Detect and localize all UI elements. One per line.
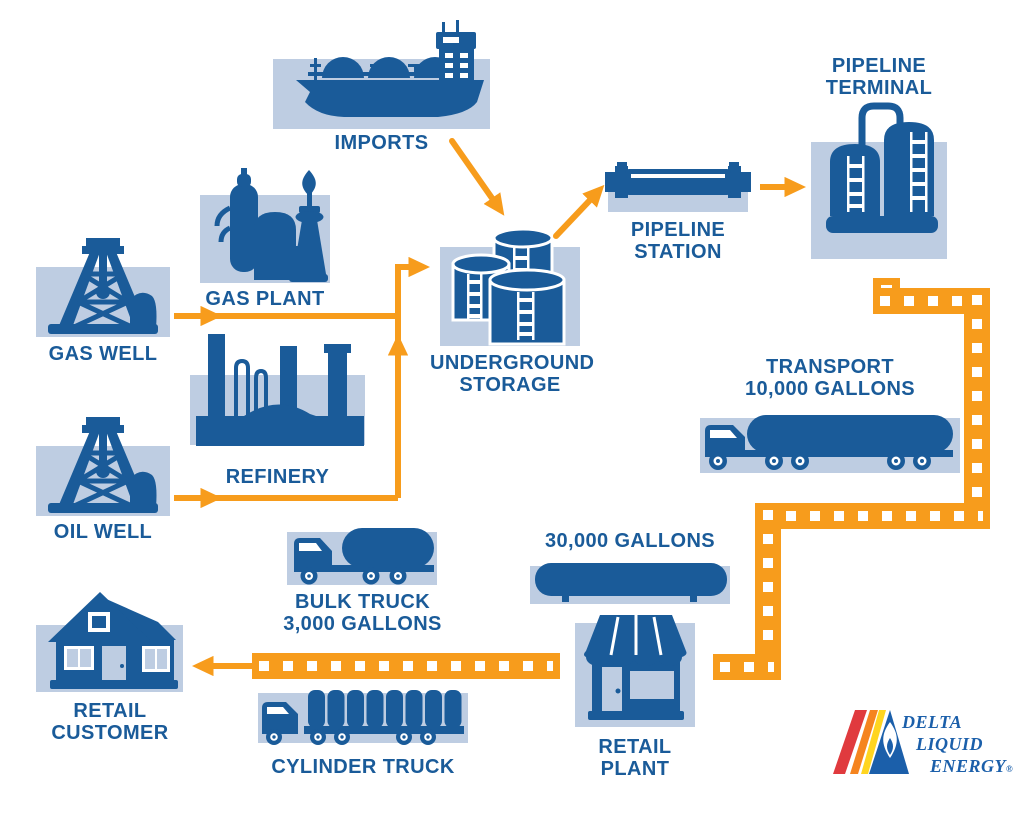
retail-customer-label: RETAIL CUSTOMER: [51, 700, 169, 744]
line-trunk: [204, 264, 404, 501]
pipeline-band-to-retail-plant: [713, 654, 781, 680]
cylinder-truck-label: CYLINDER TRUCK: [271, 756, 455, 778]
transport-label: TRANSPORT 10,000 GALLONS: [744, 356, 916, 400]
storefront-icon: [584, 615, 687, 720]
oil-well-label: OIL WELL: [53, 521, 153, 543]
pipeline-station-pipe-icon: [605, 162, 751, 198]
delta-logo-text: DELTA LIQUID ENERGY®: [902, 711, 1013, 780]
pipeline-band-middle: [755, 503, 990, 529]
logo-line-energy: ENERGY®: [930, 756, 1014, 776]
refinery-label: REFINERY: [225, 466, 330, 488]
bulk-truck-label: BULK TRUCK 3,000 GALLONS: [283, 591, 442, 635]
pipeline-band-to-customer: [252, 653, 560, 679]
arrow-imports-to-storage: [449, 138, 505, 216]
oil-well-derrick-icon: [48, 417, 158, 513]
pipeline-terminal-label: PIPELINE TERMINAL: [825, 55, 933, 99]
pipeline-band-down: [755, 503, 781, 680]
underground-storage-label: UNDERGROUND STORAGE: [430, 352, 595, 396]
gas-well-label: GAS WELL: [48, 343, 158, 365]
transport-truck-icon: [705, 415, 953, 470]
gas-plant-icon: [214, 168, 328, 282]
delta-logo-mark-icon: [833, 710, 909, 774]
logo-line-delta: DELTA: [902, 712, 963, 732]
bulk-truck-icon: [294, 528, 434, 585]
storage-tanks-icon: [826, 102, 938, 233]
lng-tanker-ship-icon: [296, 20, 484, 117]
imports-label: IMPORTS: [334, 132, 429, 154]
cylinder-truck-icon: [262, 690, 464, 745]
gas-well-derrick-icon: [48, 238, 158, 334]
horizontal-tank-icon: [535, 563, 727, 602]
arrow-storage-to-station: [553, 184, 605, 239]
underground-storage-tanks-icon: [451, 227, 566, 346]
house-icon: [48, 592, 178, 689]
registered-mark: ®: [1006, 764, 1014, 774]
gas-plant-label: GAS PLANT: [205, 288, 325, 310]
refinery-icon: [196, 334, 364, 446]
logo-line-liquid: LIQUID: [916, 734, 984, 754]
pipeline-band-right: [964, 288, 990, 529]
storage-tank-label: 30,000 GALLONS: [544, 530, 716, 552]
pipeline-station-label: PIPELINE STATION: [630, 219, 726, 263]
retail-plant-label: RETAIL PLANT: [598, 736, 672, 780]
